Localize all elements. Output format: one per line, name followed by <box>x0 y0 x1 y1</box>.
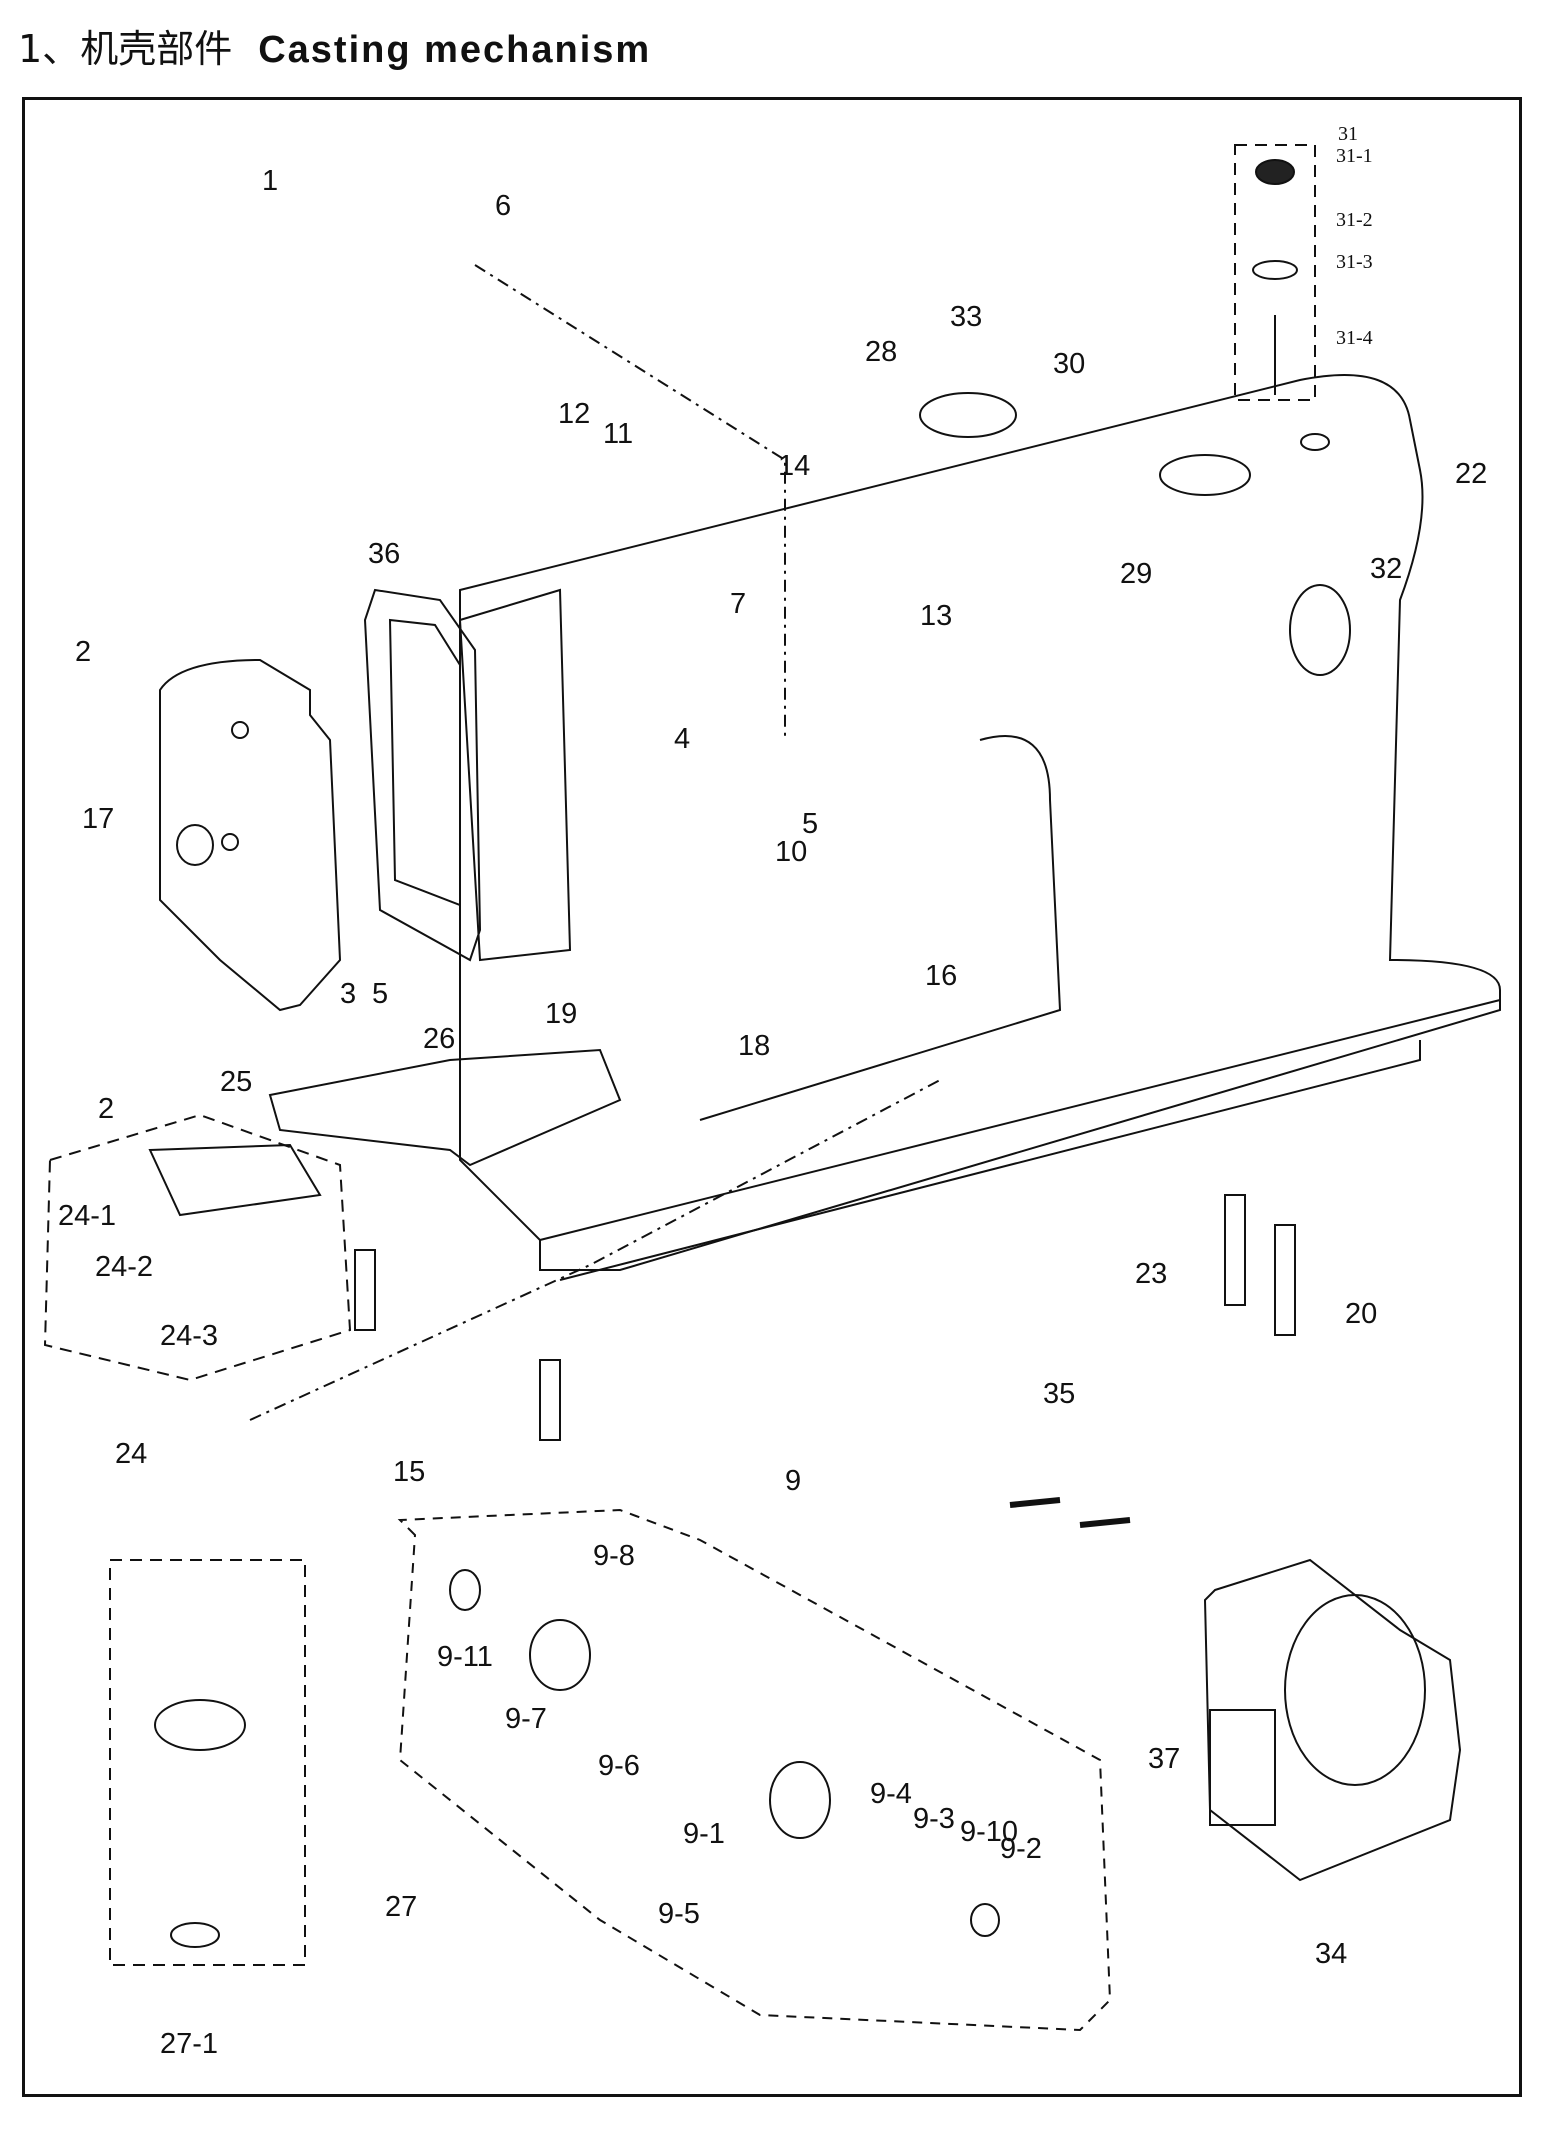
callout-24-3: 24-3 <box>160 1320 219 1352</box>
callout-9-5: 9-5 <box>658 1898 700 1930</box>
assembly-line-15-16 <box>249 1079 941 1421</box>
callout-14: 14 <box>778 450 811 482</box>
callout-34: 34 <box>1315 1938 1348 1970</box>
title-number: 1、 <box>18 27 81 71</box>
callout-28: 28 <box>865 336 898 368</box>
callout-37: 37 <box>1148 1743 1181 1775</box>
callout-31-1: 31-1 <box>1336 145 1373 167</box>
callout-31-3: 31-3 <box>1336 251 1373 273</box>
callout-9-7: 9-7 <box>505 1703 547 1735</box>
callout-9-1: 9-1 <box>683 1818 725 1850</box>
tension-disc <box>1252 260 1298 280</box>
callout-7: 7 <box>730 588 747 620</box>
hook-base-27 <box>154 1699 246 1751</box>
bed-plate <box>268 1048 622 1167</box>
diagram-frame <box>22 97 1522 2097</box>
callout-23: 23 <box>1135 1258 1168 1290</box>
callout-24-1: 24-1 <box>58 1200 117 1232</box>
callout-22: 22 <box>1455 458 1488 490</box>
machine-arm-body <box>459 374 1501 1281</box>
callout-1: 1 <box>262 165 279 197</box>
support-leg <box>354 1249 376 1331</box>
callout-20: 20 <box>1345 1298 1378 1330</box>
callout-9-4: 9-4 <box>870 1778 912 1810</box>
callout-9: 9 <box>785 1465 802 1497</box>
washer-27-1 <box>170 1922 220 1948</box>
callout-3: 3 <box>340 978 357 1010</box>
page-title: 1、机壳部件 Casting mechanism <box>18 18 651 73</box>
thread-tension-nut <box>1255 159 1295 185</box>
callout-2: 2 <box>75 636 92 668</box>
callout-5: 5 <box>372 978 389 1010</box>
callout-11: 11 <box>603 418 634 450</box>
callout-36: 36 <box>368 538 401 570</box>
callout-9-6: 9-6 <box>598 1750 640 1782</box>
callout-35: 35 <box>1043 1378 1076 1410</box>
callout-24: 24 <box>115 1438 148 1470</box>
group-24-outline <box>43 1113 352 1382</box>
callout-16: 16 <box>925 960 958 992</box>
callout-5: 5 <box>802 808 819 840</box>
callout-18: 18 <box>738 1030 771 1062</box>
tension-discs-9-5 <box>769 1761 831 1839</box>
group-27-outline <box>109 1559 306 1966</box>
group-31-outline <box>1234 144 1316 401</box>
callout-31-2: 31-2 <box>1336 209 1373 231</box>
callout-9-3: 9-3 <box>913 1803 955 1835</box>
callout-27-1: 27-1 <box>160 2028 219 2060</box>
tension-nut-9-2 <box>970 1903 1000 1937</box>
callout-2: 2 <box>98 1093 115 1125</box>
callout-6: 6 <box>495 190 512 222</box>
title-chinese: 机壳部件 <box>80 27 233 71</box>
callout-13: 13 <box>920 600 953 632</box>
gasket <box>363 588 482 962</box>
face-plate <box>159 658 342 1012</box>
callout-4: 4 <box>674 723 691 755</box>
servo-motor <box>1203 1558 1462 1882</box>
callout-10: 10 <box>775 836 808 868</box>
mounting-screws-35 <box>1009 1497 1131 1528</box>
callout-24-2: 24-2 <box>95 1251 154 1283</box>
callout-9-2: 9-2 <box>1000 1833 1042 1865</box>
callout-9-8: 9-8 <box>593 1540 635 1572</box>
callout-26: 26 <box>423 1023 456 1055</box>
callout-29: 29 <box>1120 558 1153 590</box>
callout-25: 25 <box>220 1066 253 1098</box>
throat-plate-24-1 <box>148 1143 322 1217</box>
head-frame <box>458 588 572 962</box>
callout-31: 31 <box>1338 123 1358 145</box>
callout-17: 17 <box>82 803 115 835</box>
callout-33: 33 <box>950 301 983 333</box>
oil-ring-33 <box>919 392 1017 438</box>
callout-27: 27 <box>385 1891 418 1923</box>
control-panel-37 <box>1209 1709 1276 1826</box>
callout-9-11: 9-11 <box>437 1641 493 1673</box>
tension-barrel-9-7 <box>529 1619 591 1691</box>
callout-32: 32 <box>1370 553 1403 585</box>
group-9-outline <box>397 1508 1112 2032</box>
support-leg <box>1224 1194 1246 1306</box>
support-leg-20 <box>1274 1224 1296 1336</box>
callout-31-4: 31-4 <box>1336 327 1373 349</box>
callout-12: 12 <box>558 398 591 430</box>
callout-15: 15 <box>393 1456 426 1488</box>
o-ring-9-11 <box>449 1569 481 1611</box>
title-english: Casting mechanism <box>258 29 652 71</box>
support-leg <box>539 1359 561 1441</box>
callout-9-10: 9-10 <box>960 1816 1019 1848</box>
assembly-line-6 <box>474 264 786 740</box>
callout-19: 19 <box>545 998 578 1030</box>
callout-30: 30 <box>1053 348 1086 380</box>
